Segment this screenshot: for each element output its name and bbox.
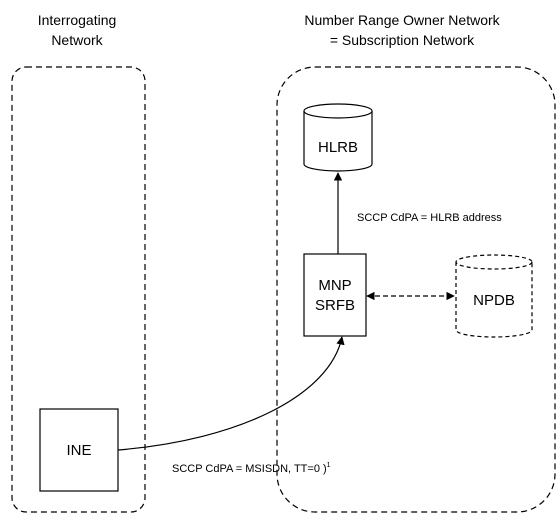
ine-to-srfb-label-text: SCCP CdPA = MSISDN, TT=0 ) <box>172 463 327 475</box>
ine-to-srfb-arrow <box>117 336 345 451</box>
owner-network-title-line1: Number Range Owner Network <box>304 12 500 28</box>
owner-network-boundary <box>276 66 556 513</box>
ine-to-srfb-label: SCCP CdPA = MSISDN, TT=0 )1 <box>172 462 331 475</box>
owner-network-title-line2: = Subscription Network <box>330 32 475 48</box>
npdb-database <box>455 254 533 338</box>
ine-label: INE <box>66 442 91 459</box>
interrogating-network-title-line2: Network <box>51 32 103 48</box>
interrogating-network-boundary <box>11 66 146 513</box>
mnp-srfb-label-line2: SRFB <box>315 297 355 314</box>
hlrb-label: HLRB <box>318 139 358 156</box>
footnote-marker: 1 <box>327 462 331 469</box>
mnp-srfb-box <box>303 253 367 337</box>
mnp-srfb-label-line1: MNP <box>318 277 351 294</box>
hlrb-database <box>303 103 373 172</box>
interrogating-network-title-line1: Interrogating <box>38 12 117 28</box>
srfb-to-hlrb-label: SCCP CdPA = HLRB address <box>357 212 502 224</box>
npdb-label: NPDB <box>473 292 515 309</box>
